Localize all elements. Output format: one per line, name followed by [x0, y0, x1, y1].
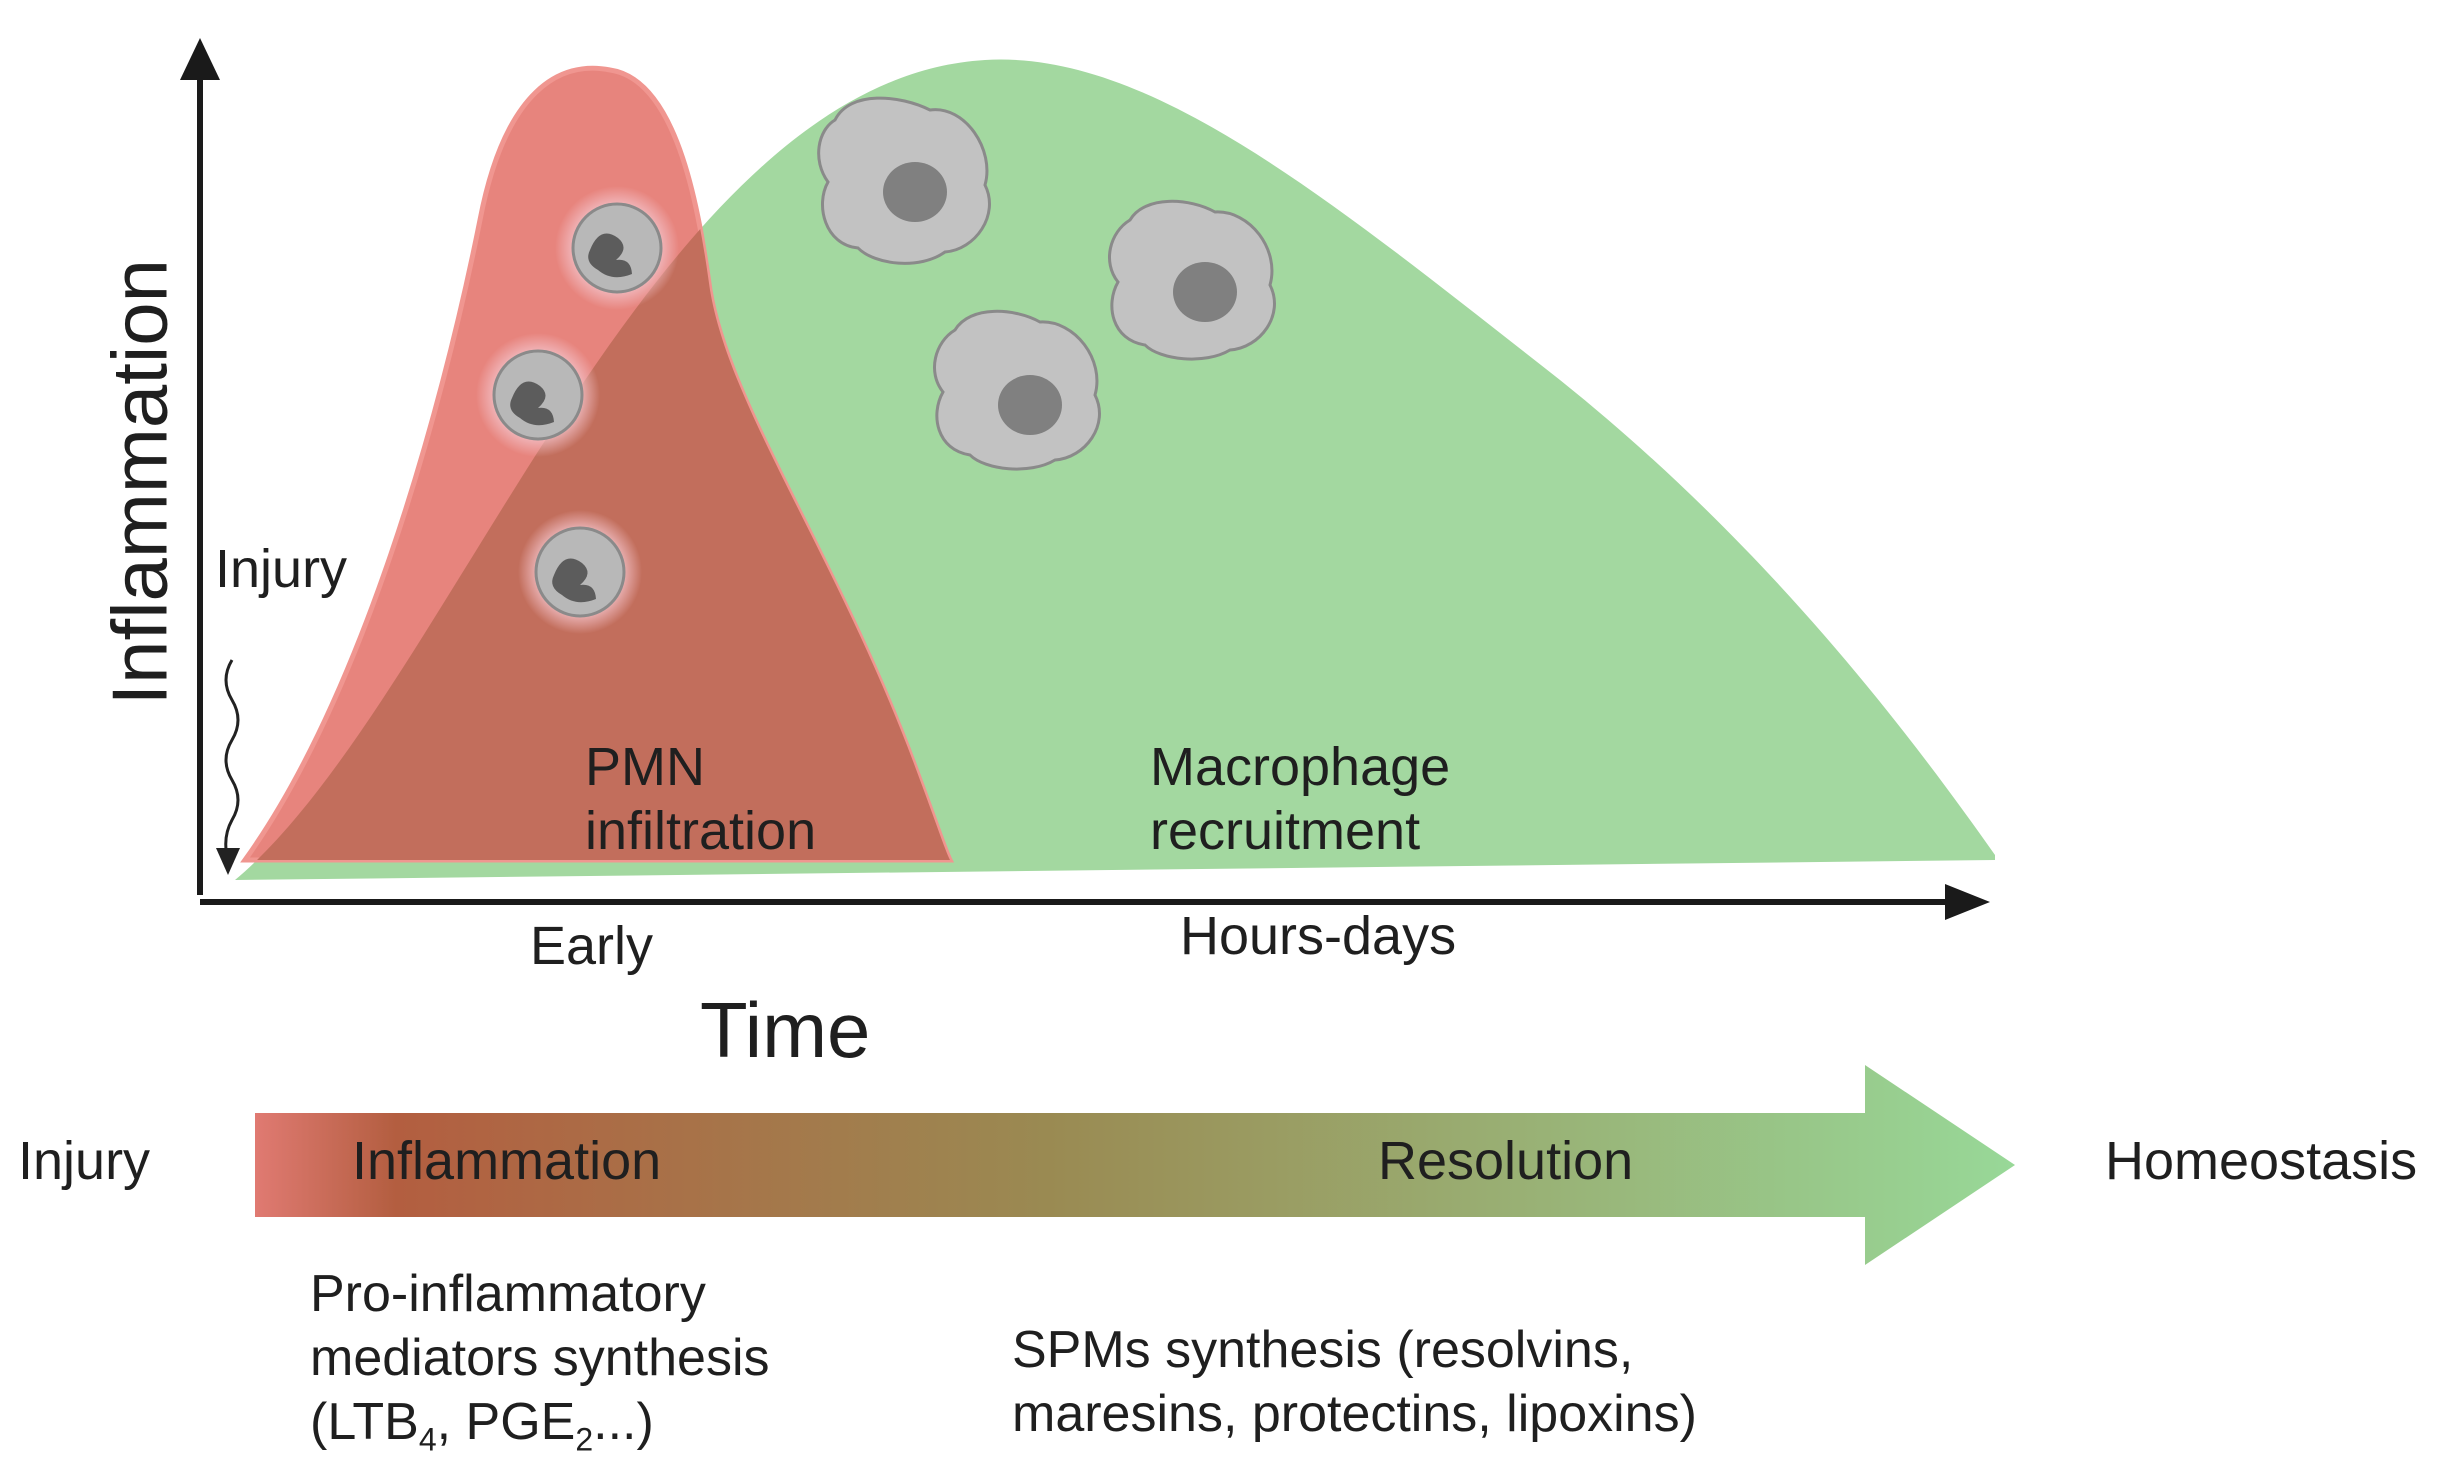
ltb-subscript: 4: [418, 1421, 437, 1458]
y-axis-label: Inflammation: [95, 258, 184, 706]
pmn-cell-1: [555, 186, 679, 310]
injury-arrowhead: [216, 848, 240, 875]
pro-inflammatory-mediators: Pro-inflammatory mediators synthesis (LT…: [310, 1262, 770, 1471]
ltb-prefix: (LTB: [310, 1393, 419, 1451]
x-axis-arrowhead: [1945, 884, 1990, 920]
spm-line1: SPMs synthesis (resolvins,: [1012, 1321, 1634, 1379]
pmn-label-line1: PMN: [585, 737, 705, 797]
pge-prefix: , PGE: [436, 1393, 576, 1451]
injury-marker-label: Injury: [215, 539, 348, 599]
y-axis-arrowhead: [180, 38, 220, 80]
progression-phase-resolution: Resolution: [1378, 1131, 1634, 1191]
progression-end: Homeostasis: [2105, 1131, 2418, 1191]
macrophage-cell-1: [817, 96, 991, 265]
mediators-suffix: ...): [593, 1393, 654, 1451]
pmn-cell-2: [476, 333, 600, 457]
macrophage-cell-3: [933, 309, 1101, 471]
spm-line2: maresins, protectins, lipoxins): [1012, 1385, 1697, 1443]
pmn-cell-3: [518, 510, 642, 634]
spm-synthesis: SPMs synthesis (resolvins, maresins, pro…: [1012, 1318, 1697, 1446]
progression-start: Injury: [18, 1131, 151, 1191]
macrophage-label-line2: recruitment: [1150, 801, 1421, 861]
x-tick-early: Early: [530, 916, 654, 976]
x-tick-hours-days: Hours-days: [1180, 906, 1457, 966]
pro-inflammatory-line2: mediators synthesis: [310, 1329, 770, 1387]
pge-subscript: 2: [575, 1421, 594, 1458]
pmn-label: PMN infiltration: [585, 735, 816, 863]
pro-inflammatory-line3: (LTB4, PGE2...): [310, 1390, 770, 1471]
pmn-label-line2: infiltration: [585, 801, 817, 861]
macrophage-cell-2: [1108, 199, 1276, 361]
macrophage-label: Macrophage recruitment: [1150, 735, 1450, 863]
injury-squiggle-arrow: [224, 659, 240, 861]
progression-arrow: [255, 1065, 2015, 1265]
progression-phase-inflammation: Inflammation: [352, 1131, 662, 1191]
macrophage-label-line1: Macrophage: [1150, 737, 1451, 797]
x-axis-label: Time: [700, 986, 871, 1074]
pro-inflammatory-line1: Pro-inflammatory: [310, 1265, 706, 1323]
